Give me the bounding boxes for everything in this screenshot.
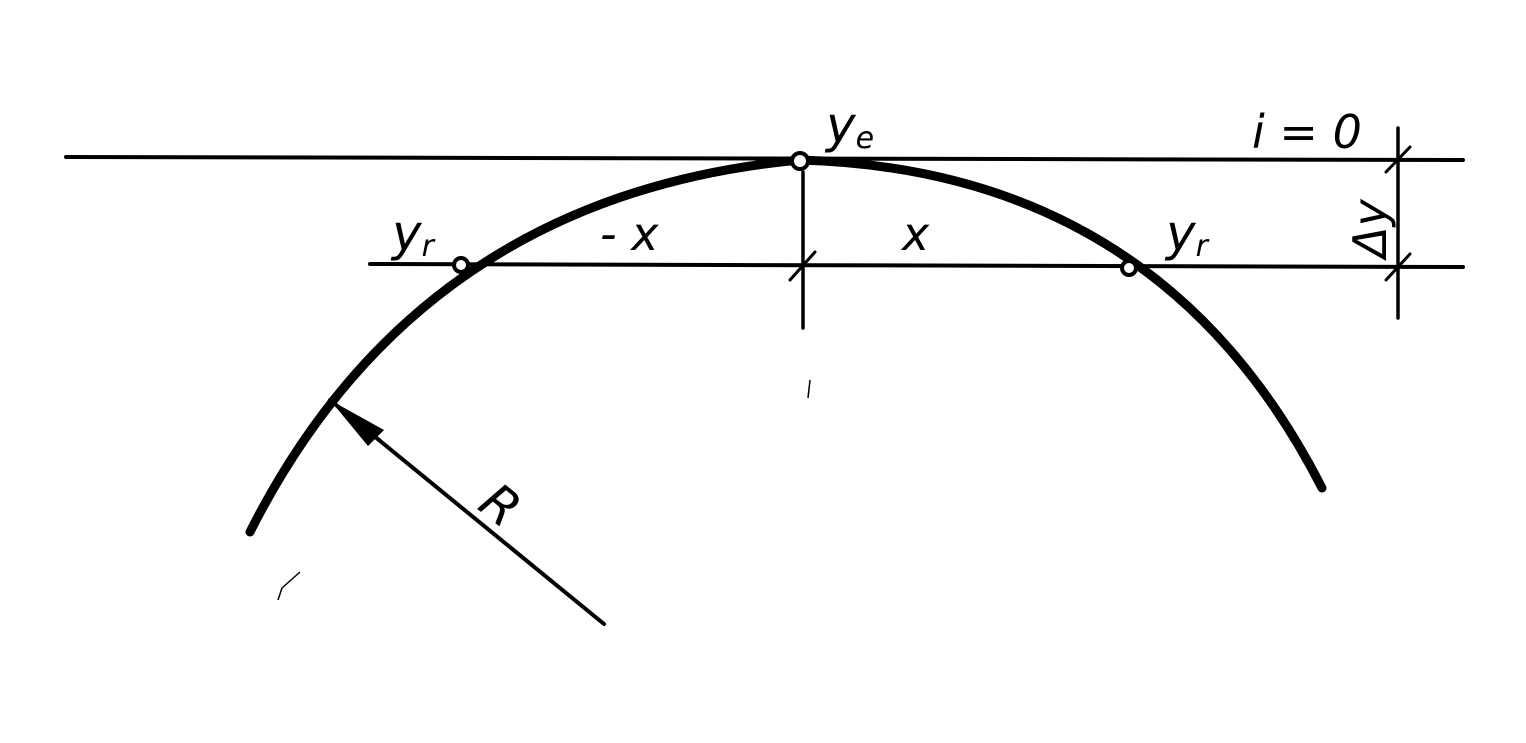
right-intersection-point: [1120, 259, 1138, 277]
pos-x-label: x: [900, 207, 930, 261]
right-point-label: yr: [1164, 204, 1210, 264]
delta-y-label: Δy: [1343, 199, 1397, 261]
radius-arrowhead: [330, 400, 384, 446]
vertex-label: ye: [824, 96, 874, 156]
neg-x-label: - x: [600, 207, 659, 261]
vertex-point: [790, 151, 810, 171]
chord-line: [368, 262, 1465, 269]
left-intersection-point: [452, 256, 470, 274]
tick-mark-upper-right: [1384, 145, 1412, 174]
stray-mark-left: [277, 571, 301, 601]
tangent-line-i0: [64, 155, 1465, 162]
radius-label: R: [469, 472, 532, 539]
tick-mark-lower-right: [1384, 252, 1412, 282]
left-point-label: yr: [390, 204, 436, 264]
stray-mark-center: [807, 379, 811, 399]
slope-label: i = 0: [1252, 105, 1362, 159]
tick-mark-vertex-axis: [788, 250, 817, 282]
